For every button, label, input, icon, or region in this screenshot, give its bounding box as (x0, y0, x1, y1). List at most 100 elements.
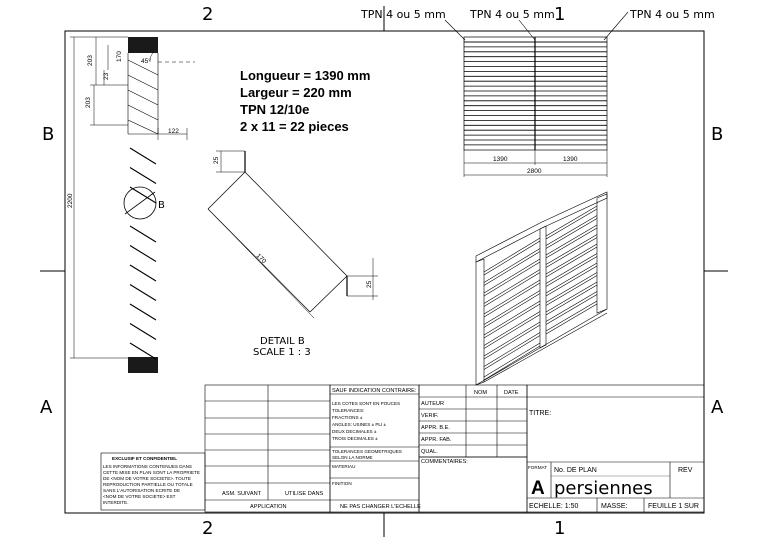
ne-pas-changer-label: NE PAS CHANGER L'ECHELLE (340, 504, 421, 510)
sheet-border (64, 30, 705, 514)
section-slat (129, 147, 157, 165)
iso-slat (483, 342, 541, 378)
section-slat (129, 342, 157, 360)
appr-be-label: APPR. B.E. (421, 425, 450, 431)
iso-slat (483, 251, 541, 286)
iso-slat (545, 284, 598, 316)
section-slat (129, 167, 157, 184)
geo-tolerance-line: SELON LA NORME (332, 455, 373, 460)
asm-suivant-label: ASM. SUIVANT (222, 491, 262, 497)
zone-right-a: A (711, 397, 724, 418)
detail-dim-25-top: 25 (213, 156, 220, 164)
iso-slat (483, 290, 541, 325)
nom-header: NOM (474, 390, 487, 396)
verif-label: VERIF. (421, 413, 439, 419)
iso-slat (545, 237, 598, 268)
spec-largeur: Largeur = 220 mm (240, 85, 352, 100)
iso-slat (545, 234, 598, 265)
section-slat (129, 225, 157, 243)
iso-slat (545, 275, 598, 306)
confidential-line: LES INFORMATIONS CONTENUES DANS (103, 464, 192, 469)
qual-label: QUAL. (421, 449, 438, 455)
section-slat (129, 186, 157, 204)
tolerance-line: FRACTIONS ± (332, 415, 363, 420)
tpn-callout-3: TPN 4 ou 5 mm (629, 8, 715, 21)
dim-1390-left: 1390 (493, 156, 508, 163)
dim-angle: 45° (141, 57, 151, 65)
dim-2800: 2800 (527, 168, 542, 175)
spec-tpn: TPN 12/10e (240, 102, 309, 117)
iso-slat (483, 335, 541, 370)
iso-slat (545, 281, 598, 313)
iso-slat (483, 311, 541, 346)
zone-left-a: A (40, 397, 53, 418)
geo-tolerance-line: TOLERANCES GEOMETRIQUES (332, 449, 402, 454)
confidential-line: DE <NOM DE VOTRE SOCIETE>. TOUTE (103, 476, 191, 481)
iso-slat (483, 261, 541, 297)
dim-122: 122 (168, 128, 179, 135)
iso-slat (483, 324, 541, 360)
iso-slat (483, 237, 541, 273)
iso-slat (545, 303, 598, 335)
rev-label: REV (678, 467, 693, 474)
iso-slat (483, 269, 541, 304)
confidential-line: CETTE MISE EN PLAN SONT LA PROPRIETE (103, 470, 200, 475)
iso-slat (483, 345, 541, 381)
detail-scale: SCALE 1 : 3 (253, 347, 311, 358)
iso-slat (483, 258, 541, 294)
iso-slat (483, 282, 541, 318)
section-slat (129, 303, 157, 321)
tpn-callouts: TPN 4 ou 5 mm TPN 4 ou 5 mm TPN 4 ou 5 m… (360, 8, 715, 41)
iso-slat (483, 272, 541, 307)
auteur-label: AUTEUR (421, 401, 444, 407)
tolerance-line: ANGLES: USINES ± PLI ± (332, 422, 387, 427)
iso-slat (483, 303, 541, 339)
specs-block: Longueur = 1390 mm Largeur = 220 mm TPN … (240, 68, 370, 134)
iso-slat (483, 321, 541, 357)
section-slat (129, 264, 157, 282)
top-cap (128, 37, 158, 53)
titre-label: TITRE: (529, 410, 551, 417)
tpn-callout-1: TPN 4 ou 5 mm (360, 8, 446, 21)
zone-right-b: B (711, 124, 723, 145)
dim-2200: 2200 (67, 193, 74, 208)
dim-170-top: 170 (116, 51, 123, 62)
iso-slat (545, 243, 598, 275)
detail-b-view: 25 170 25 DETAIL B SCALE 1 : 3 (207, 150, 378, 358)
format-value: A (531, 478, 545, 499)
utilise-dans-label: UTILISE DANS (285, 491, 324, 497)
iso-slat (545, 208, 598, 240)
iso-slat (545, 256, 598, 287)
iso-slat (545, 265, 598, 297)
section-slat (129, 284, 157, 301)
zone-bottom-right: 1 (554, 518, 565, 539)
iso-slat (483, 332, 541, 367)
iso-slat (545, 253, 598, 284)
plan-name: persiennes (554, 478, 653, 499)
detail-dim-25-bottom: 25 (366, 280, 373, 288)
section-view: B 203 170 45° 23 203 122 2200 (67, 36, 195, 373)
materiau-label: MATERIAU (332, 464, 355, 469)
confidential-title: EXCLUSIF ET CONFIDENTIEL (112, 456, 177, 461)
commentaires-label: COMMENTAIRES: (421, 459, 468, 465)
confidential-line: INTERDITE. (103, 500, 129, 505)
zone-top-right: 1 (554, 4, 565, 25)
front-view: 1390 1390 2800 (463, 36, 608, 177)
date-header: DATE (504, 390, 519, 396)
title-block (204, 384, 705, 513)
bottom-cap (128, 357, 158, 373)
isometric-view (475, 191, 608, 386)
dim-203-mid: 203 (85, 97, 92, 108)
iso-slat (545, 262, 598, 294)
iso-slat (545, 294, 598, 325)
iso-slat (545, 246, 598, 278)
dim-23: 23 (103, 72, 110, 80)
iso-slat (545, 224, 598, 256)
zone-top-left: 2 (202, 4, 213, 25)
detail-title: DETAIL B (260, 336, 305, 347)
finition-label: FINITION (332, 481, 352, 486)
tpn-callout-2: TPN 4 ou 5 mm (469, 8, 555, 21)
section-slat (129, 323, 157, 340)
title-block-text: ASM. SUIVANT UTILISE DANS APPLICATION SA… (222, 388, 699, 510)
